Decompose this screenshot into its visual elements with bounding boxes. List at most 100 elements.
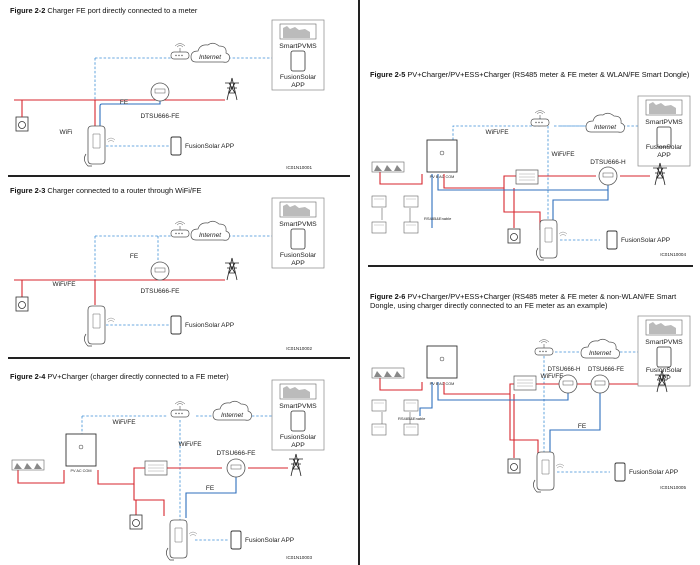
solar-panels-icon: [371, 161, 405, 173]
fusionsolar-label: FusionSolar: [280, 252, 317, 259]
washer-icon: [507, 228, 521, 244]
grid-tower-icon: [224, 257, 240, 281]
fusionsolar-label: FusionSolar: [646, 367, 683, 374]
figure-title: Charger FE port directly connected to a …: [45, 6, 198, 15]
smartpvms-label: SmartPVMS: [645, 119, 683, 126]
rs485-label: RS485&Enable: [424, 216, 452, 221]
figure-title: Charger connected to a router through Wi…: [45, 186, 202, 195]
figure-2-5-diagram: Internet SmartPVMS FusionSolar APP WiFi/…: [371, 95, 691, 261]
meter-icon: [150, 261, 170, 281]
battery-icon: [403, 423, 419, 436]
inverter-icon: [426, 139, 458, 173]
distribution-box-icon: [515, 169, 539, 185]
distribution-box-icon: [144, 460, 168, 476]
figure-caption: Figure 2-3 Charger connected to a router…: [10, 186, 350, 195]
battery-icon: [371, 399, 387, 412]
column-divider: [358, 0, 360, 565]
app-label: APP: [657, 152, 671, 159]
figure-title: PV+Charger (charger directly connected t…: [45, 372, 229, 381]
figure-title: PV+Charger/PV+ESS+Charger (RS485 meter &…: [370, 292, 677, 310]
fe-label: FE: [120, 99, 129, 106]
meter-icon: [226, 458, 246, 478]
internet-label: Internet: [221, 412, 244, 419]
charger-icon: [84, 305, 116, 347]
rs485-label: RS485&Enable: [398, 416, 426, 421]
fe-label: FE: [130, 253, 139, 260]
meter-label: DTSU666-FE: [140, 288, 180, 295]
app-label: APP: [291, 82, 305, 89]
battery-icon: [371, 221, 387, 234]
wifi-fe-label: WiFi/FE: [112, 419, 136, 426]
figure-code: IC01N10004: [660, 252, 686, 257]
figure-number: Figure 2-2: [10, 6, 46, 15]
smartpvms-label: SmartPVMS: [645, 339, 683, 346]
internet-label: Internet: [199, 232, 222, 239]
figure-caption: Figure 2-4 PV+Charger (charger directly …: [10, 372, 350, 381]
router-icon: [170, 221, 190, 238]
router-icon: [170, 401, 190, 418]
battery-icon: [371, 423, 387, 436]
battery-icon: [403, 195, 419, 208]
figure-2-4-diagram: Internet SmartPVMS FusionSolar APP WiFi/…: [11, 379, 325, 561]
inverter-ports-label: PV B AC COM: [430, 175, 455, 179]
smartpvms-label: SmartPVMS: [279, 43, 317, 50]
wifi-fe-label: WiFi/FE: [551, 151, 575, 158]
charger-icon: [165, 519, 198, 561]
wifi-fe-label: WiFi/FE: [540, 373, 564, 380]
phone-icon: [170, 315, 182, 335]
figure-caption: Figure 2-6 PV+Charger/PV+ESS+Charger (RS…: [370, 292, 690, 310]
wifi-fe-label: WiFi/FE: [178, 441, 202, 448]
figure-title: PV+Charger/PV+ESS+Charger (RS485 meter &…: [405, 70, 690, 79]
figure-2-2-diagram: Internet SmartPVMS FusionSolar APP DTSU6…: [14, 19, 325, 170]
fusionsolar-app-label: FusionSolar APP: [185, 143, 234, 150]
meter-icon: [558, 374, 578, 394]
figure-divider: [368, 265, 693, 267]
figure-number: Figure 2-4: [10, 372, 46, 381]
figure-number: Figure 2-3: [10, 186, 46, 195]
figure-code: IC01N10002: [286, 346, 312, 351]
grid-tower-icon: [288, 453, 304, 477]
figure-divider: [8, 357, 350, 359]
smartpvms-label: SmartPVMS: [279, 403, 317, 410]
router-icon: [534, 339, 554, 356]
app-label: APP: [291, 260, 305, 267]
internet-label: Internet: [199, 54, 222, 61]
meter-label: DTSU666-H: [590, 159, 626, 166]
app-label: APP: [291, 442, 305, 449]
meter-icon: [590, 374, 610, 394]
phone-icon: [230, 530, 242, 550]
fusionsolar-app-label: FusionSolar APP: [629, 469, 678, 476]
figure-caption: Figure 2-2 Charger FE port directly conn…: [10, 6, 350, 15]
inverter-ports-label: PV AC COM: [70, 469, 91, 473]
fe-label: FE: [578, 423, 587, 430]
wifi-fe-label: WiFi/FE: [485, 129, 509, 136]
fusionsolar-app-label: FusionSolar APP: [621, 237, 670, 244]
figure-number: Figure 2-6: [370, 292, 406, 301]
figure-2-6-diagram: Internet SmartPVMS FusionSolar APP WiFi/…: [371, 315, 691, 493]
battery-icon: [403, 399, 419, 412]
figure-caption: Figure 2-5 PV+Charger/PV+ESS+Charger (RS…: [370, 70, 690, 79]
meter-label: DTSU666-H: [548, 367, 581, 373]
phone-icon: [170, 136, 182, 156]
meter-label: DTSU666-FE: [140, 113, 180, 120]
battery-icon: [371, 195, 387, 208]
smartpvms-label: SmartPVMS: [279, 221, 317, 228]
internet-label: Internet: [594, 124, 617, 131]
battery-icon: [403, 221, 419, 234]
meter-label: DTSU666-FE: [216, 450, 256, 457]
grid-tower-icon: [224, 77, 240, 101]
router-icon: [530, 110, 550, 127]
fusionsolar-label: FusionSolar: [280, 74, 317, 81]
inverter-icon: [65, 433, 97, 467]
phone-icon: [614, 462, 626, 482]
router-icon: [170, 43, 190, 60]
fusionsolar-label: FusionSolar: [646, 144, 683, 151]
washer-icon: [15, 116, 29, 132]
fe-label: FE: [206, 485, 215, 492]
meter-icon: [150, 82, 170, 102]
washer-icon: [507, 458, 521, 474]
fusionsolar-label: FusionSolar: [280, 434, 317, 441]
washer-icon: [15, 296, 29, 312]
fusionsolar-app-label: FusionSolar APP: [185, 322, 234, 329]
